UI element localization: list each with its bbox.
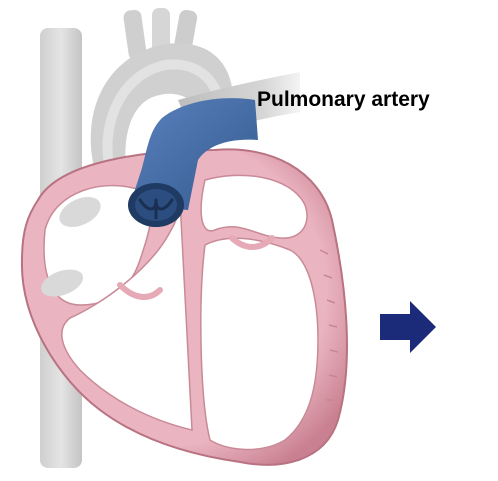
pulmonary-artery-label: Pulmonary artery — [257, 88, 430, 112]
right-arrow-icon — [380, 301, 436, 353]
